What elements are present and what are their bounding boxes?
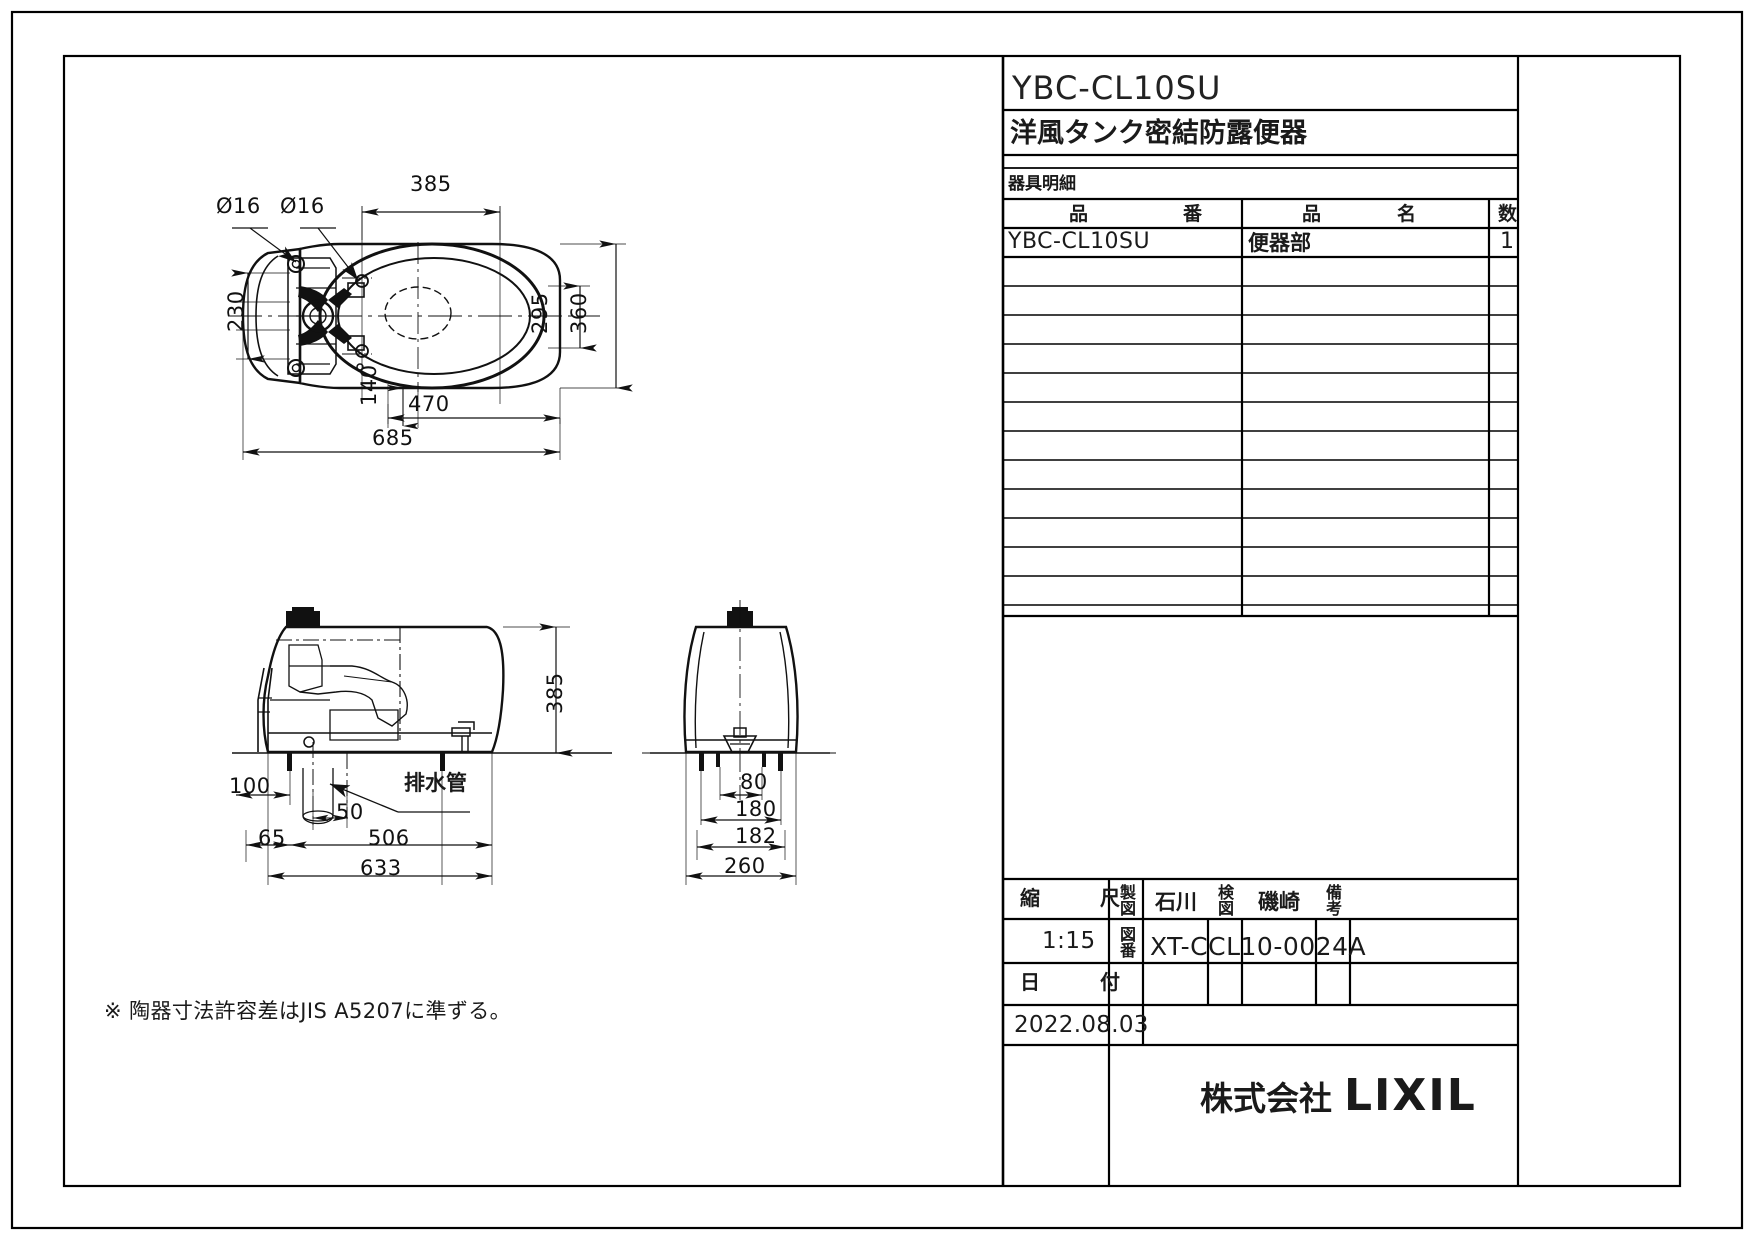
dim-side-65: 65 (258, 826, 286, 850)
dim-front-180: 180 (735, 797, 777, 821)
parts-row-0-name: 便器部 (1248, 231, 1311, 255)
title-block-product-name: 洋風タンク密結防露便器 (1010, 118, 1307, 149)
dim-front-182: 182 (735, 824, 777, 848)
dim-plan-230: 230 (224, 290, 248, 332)
plan-view-dimensions (231, 206, 633, 460)
drawn-by-name: 石川 (1155, 890, 1197, 914)
label-drain-pipe: 排水管 (404, 771, 467, 795)
dim-diameter-2: Ø16 (280, 194, 325, 218)
drawing-no-label: 図番 (1117, 926, 1136, 958)
dim-front-80: 80 (740, 770, 768, 794)
scale-label: 縮 尺 (1020, 886, 1120, 910)
date-value: 2022.08.03 (1014, 1012, 1149, 1038)
dim-plan-360: 360 (567, 292, 591, 334)
date-label: 日 付 (1020, 970, 1120, 994)
company-name-ja: 株式会社 (1200, 1079, 1332, 1118)
dim-plan-470: 470 (408, 392, 450, 416)
company-name-en: LIXIL (1344, 1070, 1477, 1121)
title-block-model-code: YBC-CL10SU (1012, 69, 1222, 107)
drawing-no-value: XT-CCL10-0024A (1150, 932, 1367, 961)
dim-plan-685: 685 (372, 426, 414, 450)
sheet-footnote: ※ 陶器寸法許容差はJIS A5207に準ずる。 (104, 999, 512, 1023)
dim-side-633: 633 (360, 856, 402, 880)
dim-side-385: 385 (543, 672, 567, 714)
remarks-label: 備考 (1323, 884, 1342, 916)
parts-col-header-qty: 数 (1498, 203, 1518, 225)
drawn-by-label: 製図 (1117, 884, 1136, 916)
dim-side-50: 50 (336, 800, 364, 824)
front-elevation-dimensions (685, 752, 797, 885)
title-block-frame (1001, 56, 1520, 1186)
dim-plan-385: 385 (410, 172, 452, 196)
dim-diameter-1: Ø16 (216, 194, 261, 218)
sheet-border (10, 10, 1744, 1230)
scale-value: 1:15 (1042, 928, 1096, 954)
parts-row-0-number: YBC-CL10SU (1008, 229, 1151, 254)
dim-plan-140: 140 (357, 364, 381, 406)
dim-side-506: 506 (368, 826, 410, 850)
parts-col-header-number: 品 番 (1069, 203, 1203, 225)
dim-front-260: 260 (724, 854, 766, 878)
parts-row-0-qty: 1 (1500, 229, 1515, 254)
parts-list-title: 器具明細 (1008, 174, 1076, 194)
dim-side-100: 100 (229, 774, 271, 798)
plan-view-geometry (228, 242, 600, 392)
dim-plan-295: 295 (528, 292, 552, 334)
parts-col-header-name: 品 名 (1302, 203, 1417, 225)
side-elevation-dimensions (236, 623, 573, 885)
checked-by-label: 検図 (1215, 884, 1234, 916)
checked-by-name: 磯崎 (1258, 890, 1300, 914)
